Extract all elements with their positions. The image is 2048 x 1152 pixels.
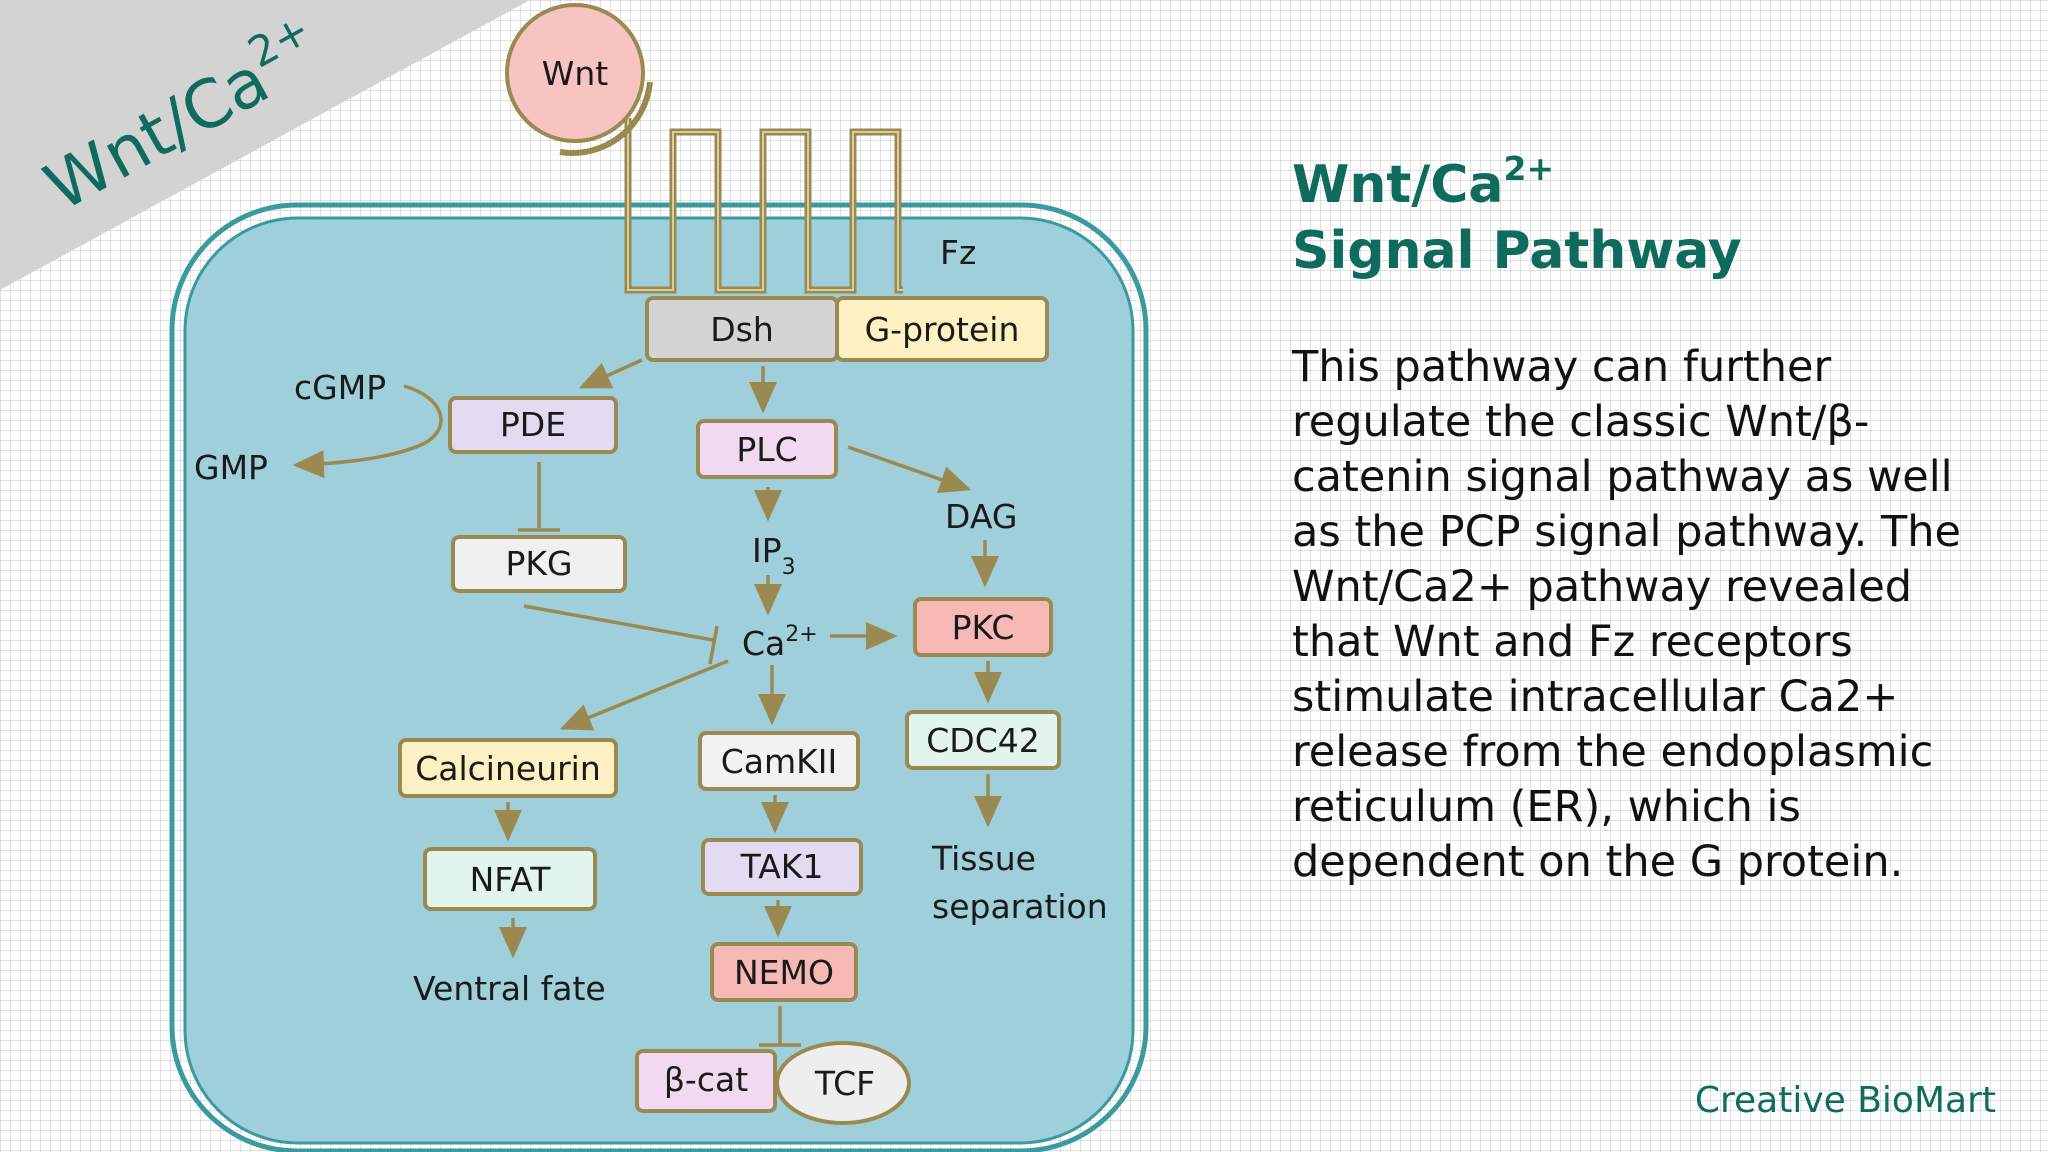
- plc-node: [696, 419, 838, 479]
- cdc42-label: CDC42: [926, 721, 1040, 760]
- pkg-node: [451, 535, 627, 593]
- tcf-label: TCF: [814, 1064, 875, 1103]
- pkc-label: PKC: [952, 608, 1015, 647]
- inhibit-pkg-ca-bar: [708, 625, 719, 665]
- g-protein-node: [835, 296, 1049, 362]
- tissue-separation-label-1: Tissue: [931, 839, 1036, 878]
- title-line-2: Signal Pathway: [1292, 221, 1742, 281]
- ca-label: Ca2+: [742, 622, 818, 663]
- camkii-label: CamKII: [721, 742, 838, 781]
- bcat-label: β-cat: [664, 1060, 748, 1099]
- wnt-binding-arc: [559, 81, 653, 156]
- brand-logo-text: Creative BioMart: [1694, 1080, 1996, 1121]
- ventral-fate-label: Ventral fate: [413, 969, 606, 1008]
- tissue-separation-label-2: separation: [932, 887, 1108, 926]
- cdc42-node: [905, 710, 1061, 770]
- dsh-label: Dsh: [710, 310, 774, 349]
- dag-label: DAG: [945, 497, 1017, 536]
- tak1-label: TAK1: [740, 847, 824, 886]
- tak1-node: [701, 838, 863, 896]
- g-protein-label: G-protein: [865, 310, 1020, 349]
- arrow-plc-dag: [847, 445, 972, 493]
- nfat-node: [423, 847, 597, 911]
- nemo-label: NEMO: [734, 953, 834, 992]
- pde-label: PDE: [500, 405, 566, 444]
- page-title: Wnt/Ca2+ Signal Pathway: [1292, 152, 1742, 284]
- ip3-label: IP3: [752, 531, 796, 580]
- nemo-node: [710, 942, 858, 1002]
- arrow-dsh-pde: [578, 358, 643, 389]
- bcat-node: [635, 1049, 777, 1113]
- cgmp-label: cGMP: [294, 368, 386, 407]
- calcineurin-label: Calcineurin: [415, 749, 601, 788]
- calcineurin-node: [398, 738, 618, 798]
- inhibit-pkg-ca: [523, 604, 714, 642]
- cell-body: [183, 216, 1135, 1145]
- pkc-node: [913, 597, 1053, 657]
- corner-banner: [0, 0, 530, 290]
- cell-outer-membrane: [169, 202, 1149, 1152]
- camkii-node: [698, 731, 860, 791]
- fz-label: Fz: [940, 233, 976, 272]
- fz-receptor-inner: [627, 118, 903, 291]
- gmp-label: GMP: [194, 448, 268, 487]
- pathway-description: This pathway can further regulate the cl…: [1292, 342, 1961, 887]
- pathway-arrows: [292, 358, 1002, 1047]
- tcf-node: [775, 1041, 911, 1125]
- arrow-cgmp-gmp: [292, 384, 443, 479]
- pde-node: [448, 396, 618, 454]
- wnt-ligand: [505, 3, 645, 143]
- arrow-ca-calcineurin: [559, 659, 729, 731]
- title-line-1: Wnt/Ca2+: [1292, 149, 1555, 215]
- plc-label: PLC: [736, 430, 797, 469]
- pkg-label: PKG: [505, 544, 572, 583]
- wnt-label: Wnt: [542, 54, 609, 93]
- nfat-label: NFAT: [470, 860, 552, 899]
